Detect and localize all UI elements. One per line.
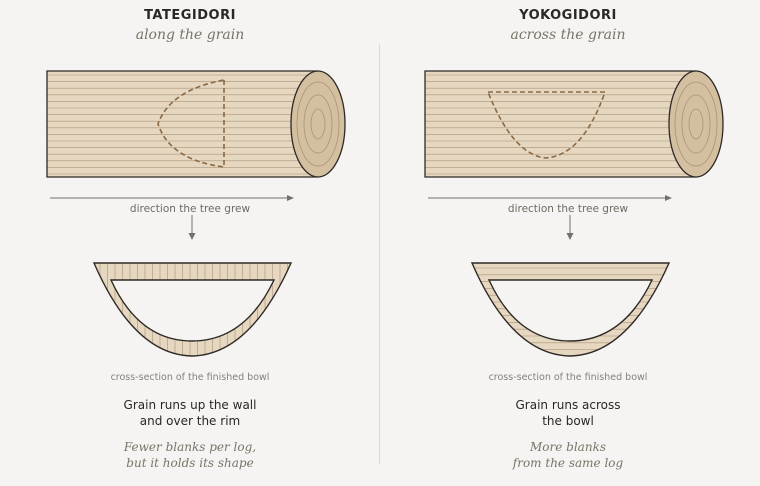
grain-lines — [425, 74, 696, 175]
yokogidori-diagram — [424, 70, 724, 357]
panel-divider — [379, 44, 380, 464]
cross-section-label: cross-section of the finished bowl — [110, 372, 270, 383]
bowl-cross-section — [470, 262, 671, 357]
bowl-cut-outline — [486, 91, 607, 159]
tategidori-diagram — [46, 70, 346, 357]
direction-arrow — [428, 195, 672, 201]
description-line: Grain runs up the wall — [123, 398, 257, 412]
description-line: Grain runs across — [515, 398, 621, 412]
log-end-rings — [668, 70, 724, 178]
direction-label: direction the tree grew — [127, 203, 253, 215]
log-body — [424, 70, 696, 178]
description-line: and over the rim — [139, 414, 241, 428]
down-arrow — [188, 213, 196, 240]
direction-label: direction the tree grew — [505, 203, 631, 215]
panel-subtitle: along the grain — [135, 27, 245, 43]
description: Grain runs across the bowl — [378, 397, 758, 429]
bowl-cut-outline — [157, 79, 225, 168]
note-line: but it holds its shape — [126, 456, 254, 470]
note-line: from the same log — [512, 456, 624, 470]
note-line: Fewer blanks per log, — [123, 440, 257, 454]
tradeoff-note: More blanks from the same log — [378, 439, 758, 471]
panel-tategidori: TATEGIDORI along the grain — [0, 8, 380, 471]
panel-title: YOKOGIDORI — [519, 8, 617, 23]
description: Grain runs up the wall and over the rim — [0, 397, 380, 429]
log-body — [46, 70, 318, 178]
note-line: More blanks — [530, 440, 606, 454]
log-end-rings — [290, 70, 346, 178]
bowl-cross-section — [92, 262, 293, 357]
tradeoff-note: Fewer blanks per log, but it holds its s… — [0, 439, 380, 471]
direction-arrow — [50, 195, 294, 201]
description-line: the bowl — [542, 414, 594, 428]
panel-yokogidori: YOKOGIDORI across the grain — [378, 0, 758, 486]
down-arrow — [566, 213, 574, 240]
panel-title: TATEGIDORI — [144, 8, 236, 23]
panel-subtitle: across the grain — [510, 27, 626, 43]
cross-section-label: cross-section of the finished bowl — [488, 372, 648, 383]
